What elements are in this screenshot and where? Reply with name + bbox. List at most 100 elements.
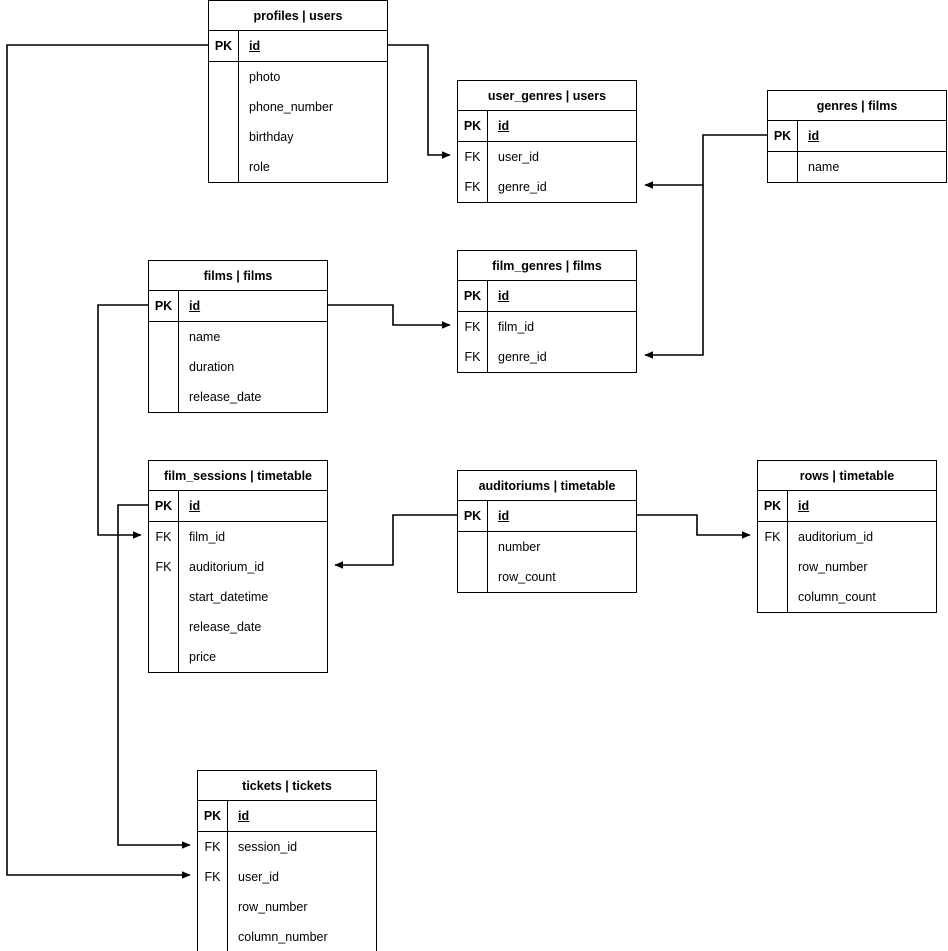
- attribute-row[interactable]: row_number: [758, 552, 936, 582]
- key-cell-empty: [198, 892, 228, 922]
- key-cell-empty: [149, 352, 179, 382]
- attribute-row[interactable]: FK session_id: [198, 832, 376, 862]
- attribute-name: start_datetime: [189, 590, 269, 604]
- entity-title-profiles: profiles | users: [209, 1, 387, 31]
- attribute-name: session_id: [238, 840, 298, 854]
- relationship-profiles-user_genres: [388, 44, 451, 159]
- attribute-row[interactable]: duration: [149, 352, 327, 382]
- primary-key-label: PK: [458, 111, 488, 141]
- attribute-row[interactable]: FK film_id: [149, 522, 327, 552]
- entity-title-user_genres: user_genres | users: [458, 81, 636, 111]
- attribute-row[interactable]: price: [149, 642, 327, 672]
- attribute-row[interactable]: FK auditorium_id: [149, 552, 327, 582]
- foreign-key-label: FK: [458, 142, 488, 172]
- foreign-key-label: FK: [149, 522, 179, 552]
- attribute-name: number: [498, 540, 541, 554]
- attribute-name: duration: [189, 360, 235, 374]
- attribute-name: film_id: [498, 320, 535, 334]
- attribute-row[interactable]: number: [458, 532, 636, 562]
- key-cell-empty: [198, 922, 228, 951]
- relationship-films-film_genres: [328, 304, 451, 329]
- foreign-key-label: FK: [198, 832, 228, 862]
- attribute-name: film_id: [189, 530, 226, 544]
- attribute-row[interactable]: row_count: [458, 562, 636, 592]
- attribute-name: id: [238, 809, 250, 823]
- primary-key-label: PK: [758, 491, 788, 521]
- key-cell-empty: [458, 532, 488, 562]
- key-cell-empty: [458, 562, 488, 592]
- attribute-row[interactable]: name: [149, 322, 327, 352]
- attribute-name: birthday: [249, 130, 294, 144]
- attribute-row[interactable]: release_date: [149, 382, 327, 412]
- entity-title-rows: rows | timetable: [758, 461, 936, 491]
- relationship-genres-film_genres: [644, 185, 704, 359]
- attrs-block-genres: name: [768, 152, 946, 182]
- attribute-name: column_count: [798, 590, 876, 604]
- attribute-row[interactable]: phone_number: [209, 92, 387, 122]
- attribute-name: auditorium_id: [189, 560, 265, 574]
- attribute-row[interactable]: birthday: [209, 122, 387, 152]
- primary-key-label: PK: [149, 491, 179, 521]
- attribute-row[interactable]: release_date: [149, 612, 327, 642]
- foreign-key-label: FK: [149, 552, 179, 582]
- key-cell-empty: [149, 612, 179, 642]
- key-cell-empty: [209, 92, 239, 122]
- primary-key-label: PK: [458, 501, 488, 531]
- relationship-auditoriums-rows: [637, 514, 751, 539]
- entity-title-films: films | films: [149, 261, 327, 291]
- foreign-key-label: FK: [758, 522, 788, 552]
- attribute-row[interactable]: photo: [209, 62, 387, 92]
- key-cell-empty: [149, 322, 179, 352]
- attribute-row[interactable]: column_number: [198, 922, 376, 951]
- attribute-name: id: [498, 509, 510, 523]
- attribute-name: genre_id: [498, 180, 547, 194]
- attribute-row[interactable]: role: [209, 152, 387, 182]
- entity-title-film_genres: film_genres | films: [458, 251, 636, 281]
- attribute-name: id: [189, 299, 201, 313]
- attribute-name: price: [189, 650, 217, 664]
- attribute-row[interactable]: start_datetime: [149, 582, 327, 612]
- attribute-row[interactable]: row_number: [198, 892, 376, 922]
- attribute-name: id: [249, 39, 261, 53]
- attribute-name: release_date: [189, 620, 262, 634]
- attribute-row[interactable]: PK id: [458, 501, 636, 531]
- attribute-row[interactable]: name: [768, 152, 946, 182]
- attribute-name: row_number: [798, 560, 868, 574]
- entity-title-genres: genres | films: [768, 91, 946, 121]
- pk-block-auditoriums: PK id: [458, 501, 636, 532]
- attribute-row[interactable]: column_count: [758, 582, 936, 612]
